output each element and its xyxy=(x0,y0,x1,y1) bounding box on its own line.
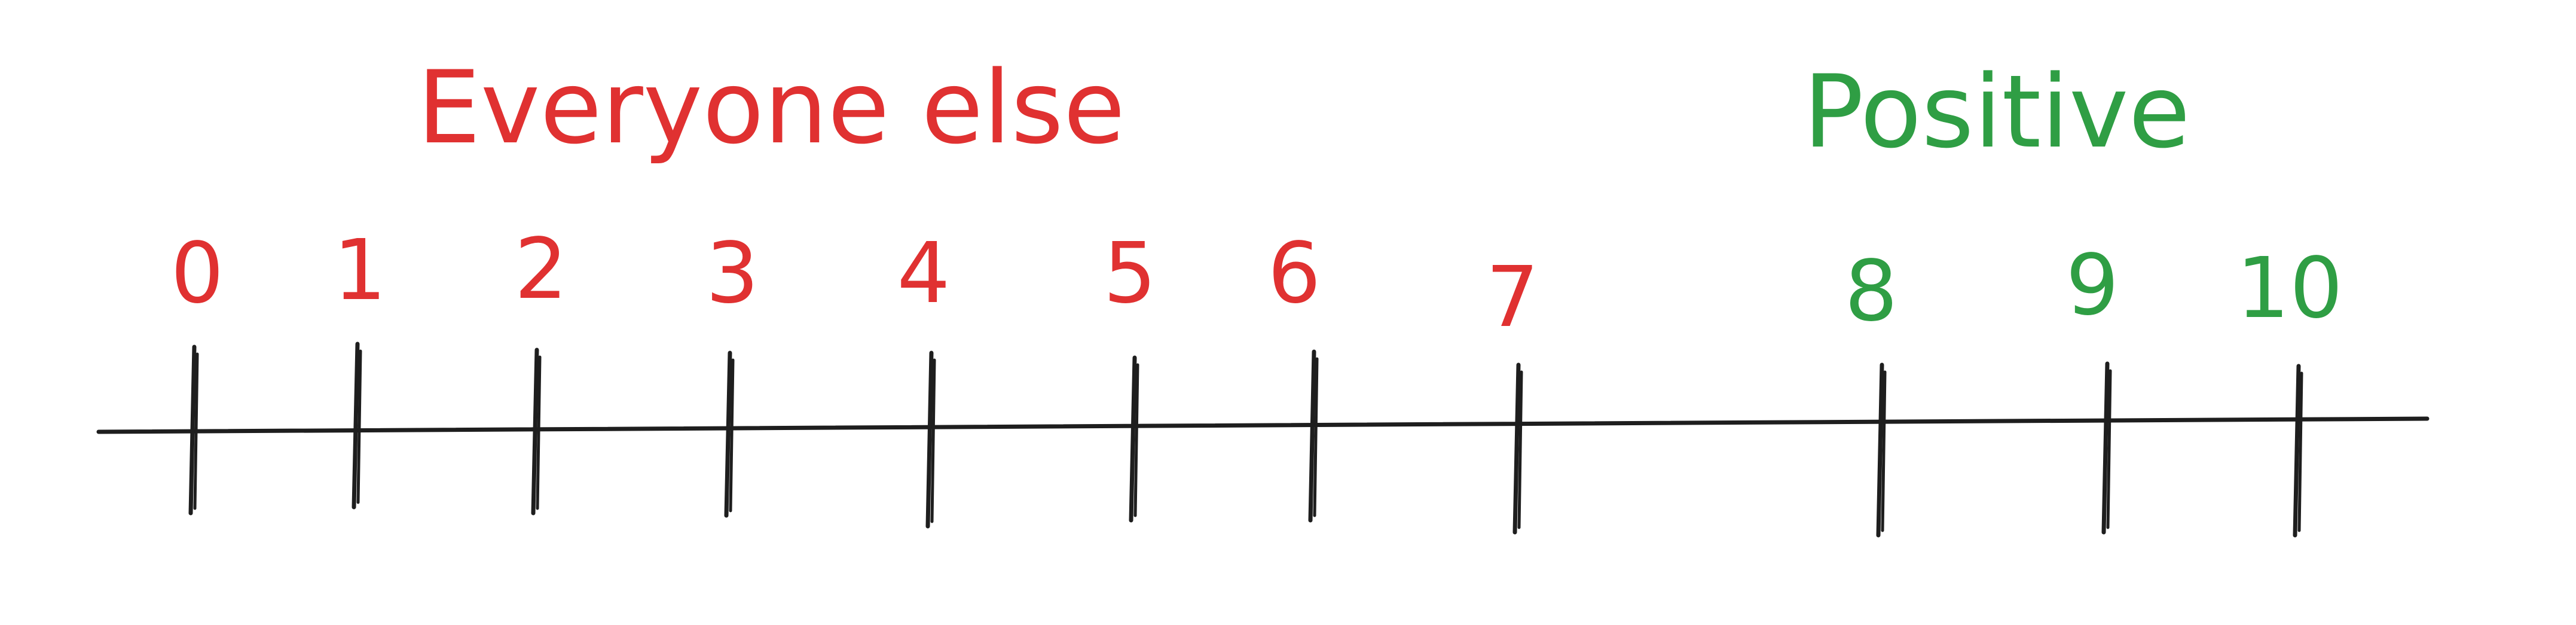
tick-label: 4 xyxy=(897,225,950,322)
tick-label: 1 xyxy=(333,222,386,319)
tick-6: 6 xyxy=(1267,225,1321,523)
tick-3: 3 xyxy=(705,225,759,518)
tick-mark-stroke xyxy=(536,355,542,510)
everyone-else-label: Everyone else xyxy=(417,49,1125,166)
positive-label: Positive xyxy=(1803,53,2190,170)
tick-mark xyxy=(2101,361,2110,535)
tick-mark-stroke xyxy=(729,358,735,513)
tick-mark xyxy=(1876,362,1884,538)
tick-mark xyxy=(188,344,197,516)
tick-mark-stroke xyxy=(356,349,362,504)
tick-mark-stroke xyxy=(2106,369,2112,529)
tick-1: 1 xyxy=(333,222,387,510)
tick-label: 0 xyxy=(170,225,224,322)
tick-4: 4 xyxy=(897,225,951,529)
tick-label: 3 xyxy=(705,225,759,322)
tick-mark-stroke xyxy=(930,358,936,523)
tick-mark-stroke xyxy=(1133,363,1139,517)
tick-mark xyxy=(1129,355,1137,523)
tick-mark xyxy=(352,342,360,510)
tick-mark xyxy=(925,350,934,529)
tick-mark xyxy=(1308,349,1316,523)
tick-mark xyxy=(531,347,539,516)
tick-mark-stroke xyxy=(1517,370,1523,529)
tick-mark xyxy=(1512,362,1521,535)
tick-label: 7 xyxy=(1486,249,1539,346)
tick-10: 10 xyxy=(2236,240,2343,538)
tick-label: 5 xyxy=(1103,225,1156,322)
tick-label: 6 xyxy=(1267,225,1321,322)
tick-mark xyxy=(724,350,732,518)
tick-label: 2 xyxy=(514,221,567,318)
ticks-layer: 0 1 2 3 4 5 6 7 8 9 10 xyxy=(170,221,2343,538)
tick-5: 5 xyxy=(1103,225,1157,523)
tick-7: 7 xyxy=(1486,249,1539,535)
number-line-axis xyxy=(96,416,2430,434)
tick-mark-stroke xyxy=(1881,370,1887,532)
tick-mark-stroke xyxy=(1313,357,1319,517)
tick-label: 10 xyxy=(2236,240,2343,337)
tick-9: 9 xyxy=(2065,237,2119,535)
tick-2: 2 xyxy=(514,221,568,516)
tick-8: 8 xyxy=(1844,243,1898,538)
tick-label: 8 xyxy=(1844,243,1897,340)
tick-0: 0 xyxy=(170,225,224,516)
tick-mark xyxy=(2293,364,2301,538)
tick-mark-stroke xyxy=(193,352,199,510)
tick-label: 9 xyxy=(2065,237,2119,334)
tick-mark-stroke xyxy=(2297,371,2303,532)
